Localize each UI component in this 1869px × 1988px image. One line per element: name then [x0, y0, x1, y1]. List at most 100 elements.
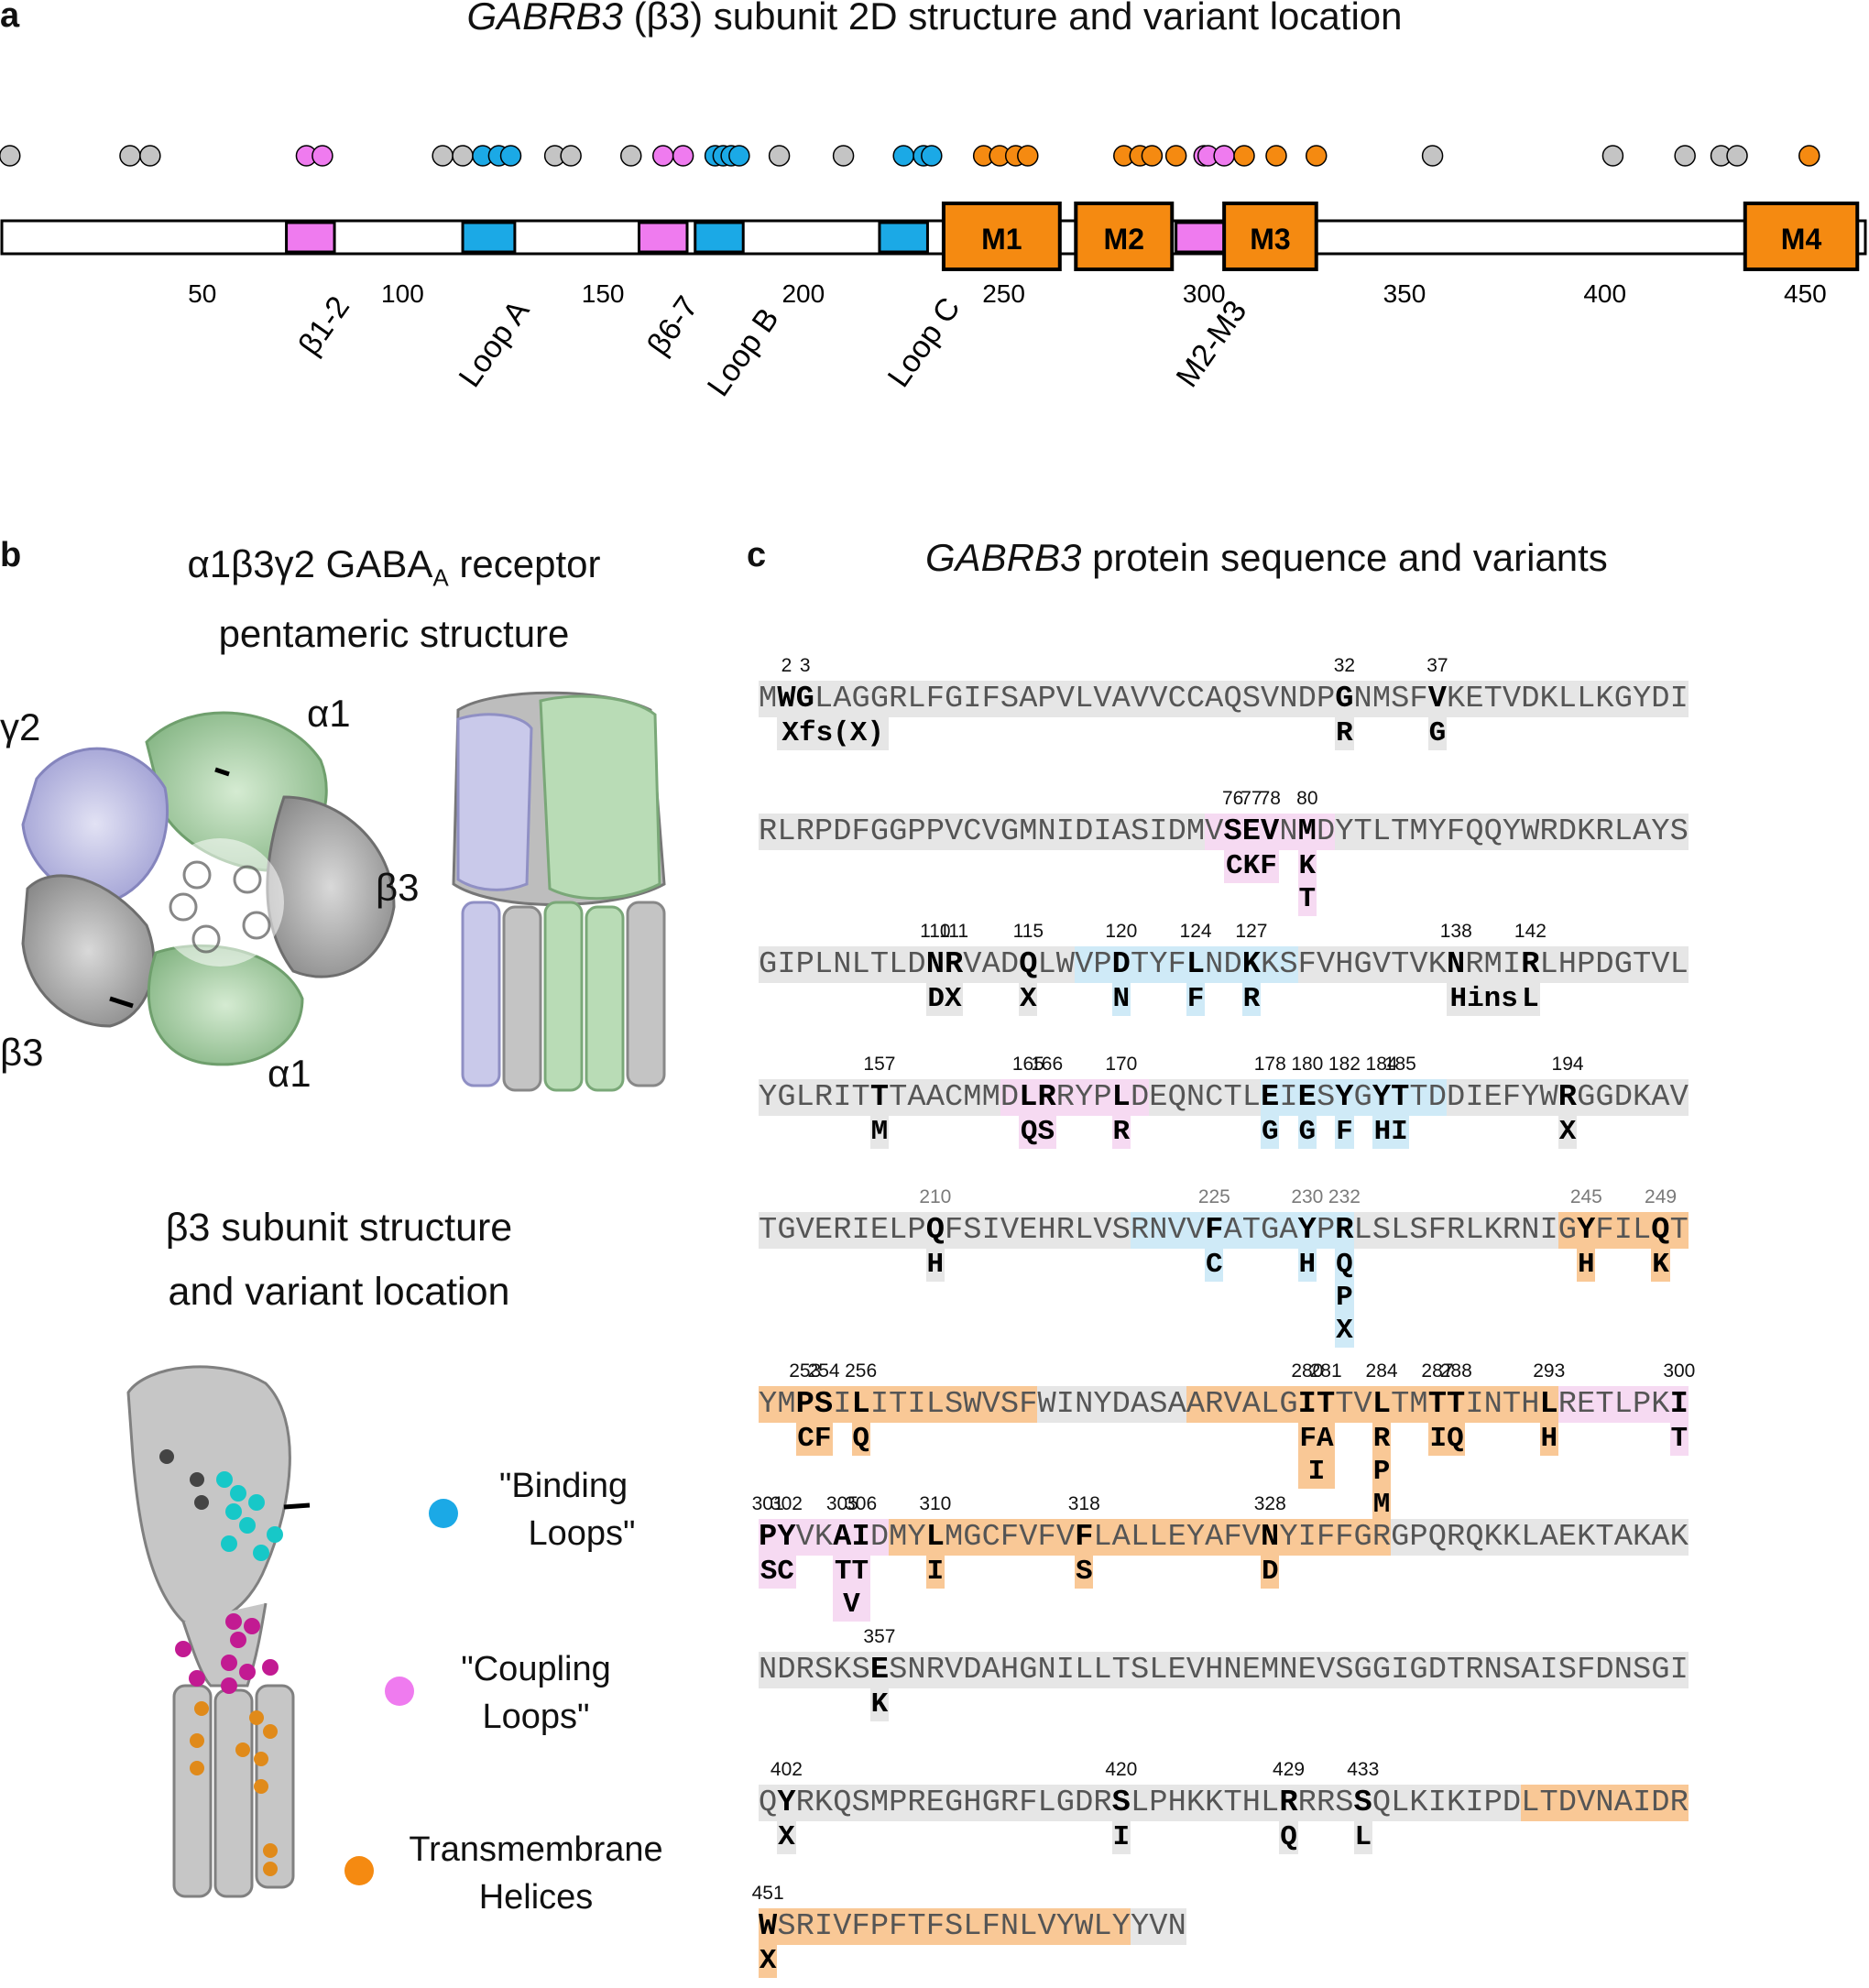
loopB-box	[694, 221, 745, 254]
variant-substitution: K	[1651, 1249, 1670, 1282]
legend-coupling-label: "Coupling Loops"	[431, 1645, 641, 1741]
variant-dot	[1726, 145, 1748, 167]
variant-substitution: L	[1353, 1821, 1372, 1854]
residue-number: 111	[939, 921, 969, 942]
legend-coupling-line1: "Coupling	[461, 1650, 611, 1688]
legend-coupling-dot	[385, 1677, 414, 1706]
helix-label-M1: M1	[981, 223, 1022, 256]
variant-dot	[139, 145, 161, 167]
residue-number: 180	[1291, 1054, 1324, 1075]
residue-number: 420	[1105, 1759, 1138, 1780]
residue-number: 245	[1569, 1186, 1602, 1207]
axis-tick-label: 250	[982, 279, 1025, 308]
residue-number: 76	[1221, 788, 1244, 809]
variant-substitution: QS	[1019, 1116, 1056, 1149]
legend-tm-line1: Transmembrane	[409, 1830, 663, 1869]
variant-dot	[560, 145, 582, 167]
residue-numbers: 451	[752, 1883, 1858, 1906]
residue-number: 293	[1533, 1360, 1566, 1382]
panel-b-title-subscript: A	[432, 563, 449, 592]
subunit-label-alpha1-top: α1	[307, 692, 351, 735]
residue-number: 170	[1105, 1054, 1138, 1075]
loopC-box	[878, 221, 929, 254]
variant-substitution: DX	[925, 983, 964, 1016]
protein-bar	[0, 219, 1867, 256]
pentamer-top-view	[21, 711, 396, 1066]
legend-binding-dot	[429, 1499, 458, 1528]
ligand-mark	[283, 1502, 311, 1510]
sequence-line: NDRSKSESNRVDAHGNILLTSLEVHNEMNEVSGGIGDTRN…	[759, 1652, 1689, 1688]
variant-substitution: Q	[1279, 1821, 1298, 1854]
variant-substitution: CKF	[1223, 850, 1280, 883]
legend-tm-label: Transmembrane Helices	[385, 1826, 687, 1921]
variant-substitution: HI	[1372, 1116, 1410, 1149]
axis-tick-label: 100	[381, 279, 424, 308]
helix-box-M3	[1222, 202, 1318, 271]
sequence-line: TGVERIELPQFSIVEHRLVSRNVVFATGAYPRLSLSFRLK…	[759, 1212, 1689, 1249]
panel-b-title-line2: pentameric structure	[218, 612, 570, 656]
sequence-line: MWGLAGGRLFGIFSAPVLVAVVCCAQSVNDPGNMSFVKET…	[759, 681, 1689, 717]
sequence-line: WSRIVFPFTFSLFNLVYWLYYVN	[759, 1908, 1186, 1945]
subunit-label-beta3-right: β3	[376, 866, 420, 909]
region-label: Loop B	[701, 302, 786, 403]
variant-substitution: Hins	[1447, 983, 1522, 1016]
residue-number: 301	[751, 1493, 784, 1514]
subunit-label-beta3-left: β3	[0, 1031, 44, 1074]
residue-number: 402	[770, 1759, 803, 1780]
variant-substitution: G	[1261, 1116, 1280, 1149]
region-label: β6-7	[640, 290, 705, 362]
variant-substitution: X	[777, 1821, 796, 1854]
residue-number: 182	[1328, 1054, 1361, 1075]
variant-dot	[1233, 145, 1255, 167]
axis-tick-label: 400	[1583, 279, 1626, 308]
beta3-left-subunit	[21, 874, 156, 1028]
variant-substitution: C	[1205, 1249, 1224, 1282]
variant-substitution: H	[1577, 1249, 1596, 1282]
residue-number: 78	[1259, 788, 1281, 809]
variant-substitution: SC	[759, 1556, 796, 1589]
variant-dot	[1798, 145, 1820, 167]
panel-a-title-rest: (β3) subunit 2D structure and variant lo…	[622, 0, 1403, 38]
residue-numbers: 357	[759, 1626, 1858, 1650]
panel-b-letter: b	[0, 536, 22, 574]
residue-number: 302	[770, 1493, 803, 1514]
axis-tick-label: 150	[582, 279, 625, 308]
helix-box-M1	[941, 202, 1062, 271]
residue-number: 194	[1551, 1054, 1584, 1075]
residue-number: 184	[1365, 1054, 1398, 1075]
variant-dot	[619, 145, 642, 167]
residue-number: 253	[789, 1360, 822, 1382]
variant-dot	[432, 145, 454, 167]
residue-number: 210	[919, 1186, 952, 1207]
residue-number: 306	[845, 1493, 878, 1514]
helix-label-M2: M2	[1104, 223, 1144, 256]
variant-substitution: R P M	[1372, 1423, 1392, 1522]
helix-rings	[169, 860, 271, 954]
variant-dot	[0, 145, 21, 167]
sequence-line: RLRPDFGGPPVCVGMNIDIASIDMVSEVNMDYTLTMYFQQ…	[759, 814, 1689, 850]
axis-tick-label: 450	[1784, 279, 1827, 308]
variant-substitution: G	[1427, 717, 1448, 750]
legend-binding-line2: Loops"	[528, 1514, 636, 1553]
variant-dot	[651, 145, 674, 167]
sequence-line: QYRKQSMPREGHGRFLGDRSLPHKKTHLRRRSSQLKIKIP…	[759, 1785, 1689, 1821]
variant-dot	[1213, 145, 1235, 167]
variant-substitution: F	[1335, 1116, 1354, 1149]
helix-label-M3: M3	[1250, 223, 1290, 256]
residue-number: 77	[1241, 788, 1262, 809]
panel-c-title: GABRB3 protein sequence and variants	[925, 536, 1750, 580]
variant-dot	[1164, 145, 1187, 167]
variant-substitution: R	[1335, 717, 1354, 750]
legend-tm-dot	[344, 1856, 374, 1885]
residue-number: 37	[1426, 655, 1448, 676]
residue-number: 429	[1273, 1759, 1306, 1780]
residue-number: 110	[920, 921, 951, 942]
